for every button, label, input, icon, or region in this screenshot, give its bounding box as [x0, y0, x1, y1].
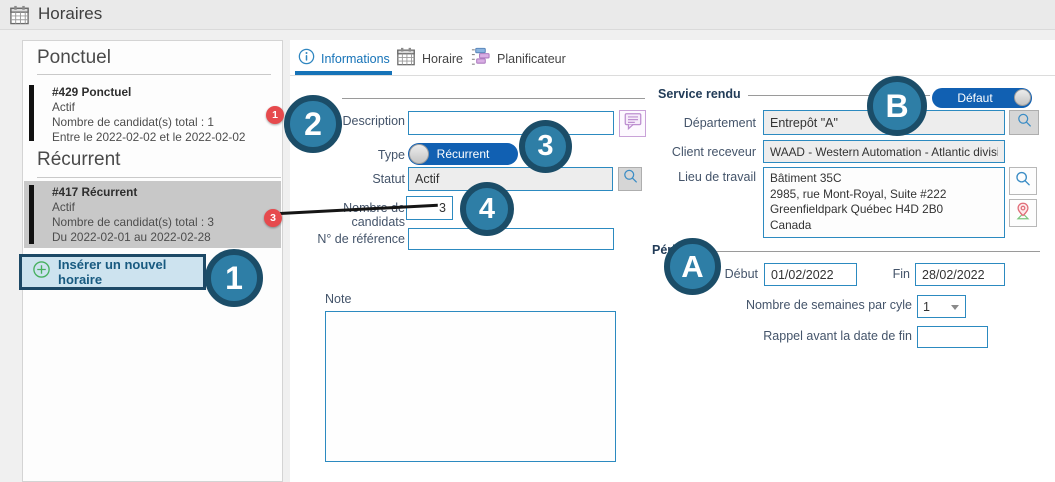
type-label: Type — [377, 148, 405, 162]
notification-badge: 1 — [266, 106, 284, 124]
toggle-knob — [409, 144, 429, 164]
group-divider — [748, 95, 930, 96]
notification-badge: 3 — [264, 209, 282, 227]
calendar-icon — [9, 4, 30, 31]
search-icon — [622, 168, 639, 190]
active-tab-underline — [295, 71, 392, 75]
gantt-icon — [470, 46, 491, 72]
list-item-schedule-429[interactable]: #429 Ponctuel Actif Nombre de candidat(s… — [24, 81, 281, 145]
group-divider — [695, 251, 1040, 252]
entry-marker-bar — [29, 185, 34, 244]
callout-1: 1 — [205, 249, 263, 307]
lieu-search-button[interactable] — [1009, 167, 1037, 195]
map-pin-icon — [1013, 201, 1033, 226]
debut-input[interactable] — [764, 263, 857, 286]
insert-schedule-button[interactable]: Insérer un nouvel horaire — [19, 254, 206, 290]
entry-status: Actif — [52, 200, 75, 214]
entry-title: #417 Récurrent — [52, 185, 138, 199]
candidates-input[interactable] — [406, 196, 453, 220]
search-icon — [1014, 170, 1032, 193]
note-textarea[interactable] — [325, 311, 616, 462]
callout-3: 3 — [519, 120, 572, 173]
candidates-label: Nombre de candidats — [343, 201, 405, 229]
tab-informations[interactable]: Informations — [298, 47, 390, 71]
fin-input[interactable] — [915, 263, 1005, 286]
statut-search-button[interactable] — [618, 167, 642, 191]
callout-2: 2 — [284, 95, 342, 153]
entry-candidates: Nombre de candidat(s) total : 3 — [52, 215, 214, 229]
description-label: Description — [342, 114, 405, 128]
list-item-schedule-417[interactable]: #417 Récurrent Actif Nombre de candidat(… — [24, 181, 281, 248]
rappel-input[interactable] — [917, 326, 988, 348]
top-bar: Horaires — [0, 0, 1055, 30]
description-input[interactable] — [408, 111, 614, 135]
entry-status: Actif — [52, 100, 75, 114]
section-title-recurrent: Récurrent — [37, 149, 121, 170]
callout-A: A — [664, 238, 721, 295]
lieu-travail-label: Lieu de travail — [678, 170, 756, 184]
tab-label: Planificateur — [497, 52, 566, 66]
entry-dates: Du 2022-02-01 au 2022-02-28 — [52, 230, 211, 244]
page-title: Horaires — [38, 4, 103, 23]
type-toggle-value: Récurrent — [436, 147, 490, 161]
rappel-label: Rappel avant la date de fin — [763, 329, 912, 343]
comment-icon — [623, 111, 643, 136]
tab-label: Horaire — [422, 52, 463, 66]
type-toggle[interactable]: Récurrent — [408, 143, 518, 165]
fin-label: Fin — [892, 267, 910, 281]
lieu-travail-field[interactable]: Bâtiment 35C 2985, rue Mont-Royal, Suite… — [763, 167, 1005, 238]
divider — [37, 74, 271, 75]
group-divider — [342, 98, 645, 99]
chevron-down-icon — [951, 305, 959, 310]
reference-input[interactable] — [408, 228, 614, 250]
defaut-toggle[interactable]: Défaut — [932, 88, 1032, 108]
tab-label: Informations — [321, 52, 390, 66]
callout-4: 4 — [460, 182, 514, 236]
entry-title: #429 Ponctuel — [52, 85, 132, 99]
comment-button[interactable] — [619, 110, 646, 137]
callout-B: B — [867, 76, 927, 136]
reference-label: N° de référence — [317, 232, 405, 246]
toggle-knob — [1014, 89, 1031, 106]
service-rendu-title: Service rendu — [658, 87, 741, 101]
note-label: Note — [325, 292, 352, 306]
tab-planificateur[interactable]: Planificateur — [470, 47, 566, 71]
tab-horaire[interactable]: Horaire — [396, 47, 463, 71]
departement-search-button[interactable] — [1009, 110, 1039, 135]
map-button[interactable] — [1009, 199, 1037, 227]
debut-label: Début — [724, 267, 758, 281]
semaines-label: Nombre de semaines par cyle — [745, 298, 912, 312]
statut-label: Statut — [372, 172, 405, 186]
info-icon — [298, 48, 315, 70]
divider — [37, 177, 281, 178]
insert-schedule-label: Insérer un nouvel horaire — [58, 257, 167, 287]
entry-candidates: Nombre de candidat(s) total : 1 — [52, 115, 214, 129]
semaines-dropdown[interactable]: 1 — [917, 295, 966, 318]
statut-input[interactable] — [408, 167, 613, 191]
tab-divider — [290, 75, 1055, 76]
calendar-icon — [396, 46, 416, 72]
entry-dates: Entre le 2022-02-02 et le 2022-02-02 — [52, 130, 246, 144]
departement-label: Département — [683, 116, 756, 130]
defaut-toggle-label: Défaut — [957, 91, 993, 105]
client-receveur-input[interactable] — [763, 140, 1005, 163]
search-icon — [1016, 112, 1033, 134]
plus-icon — [32, 260, 51, 284]
section-title-ponctuel: Ponctuel — [37, 47, 111, 68]
entry-marker-bar — [29, 85, 34, 141]
client-receveur-label: Client receveur — [671, 145, 756, 159]
semaines-value: 1 — [923, 299, 930, 314]
